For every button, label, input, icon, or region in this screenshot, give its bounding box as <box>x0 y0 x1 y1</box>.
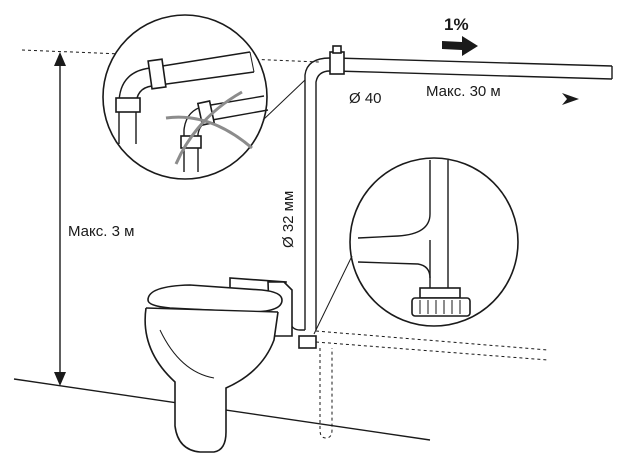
height-dimension <box>54 52 66 386</box>
arrow-right-icon <box>442 36 478 56</box>
elbow-detail-circle <box>102 14 269 180</box>
connector-fitting <box>298 335 317 349</box>
base-detail-circle <box>349 157 519 327</box>
diameter-vertical-label: Ø 32 мм <box>280 191 297 248</box>
arrowhead-right-icon <box>562 93 579 105</box>
base-connection <box>289 321 549 439</box>
check-valve <box>329 51 345 75</box>
slope-label: 1% <box>444 15 469 34</box>
max-horizontal-label: Макс. 30 м <box>426 83 501 100</box>
toilet-unit <box>144 277 293 453</box>
diameter-horizontal-label: Ø 40 <box>349 90 382 107</box>
ceiling-line <box>21 49 321 63</box>
detail-leader-top <box>262 79 306 121</box>
max-height-label: Макс. 3 м <box>68 223 134 240</box>
horizontal-pipe <box>304 45 613 330</box>
detail-leader-bottom <box>313 255 353 335</box>
cross-mark <box>165 115 253 150</box>
